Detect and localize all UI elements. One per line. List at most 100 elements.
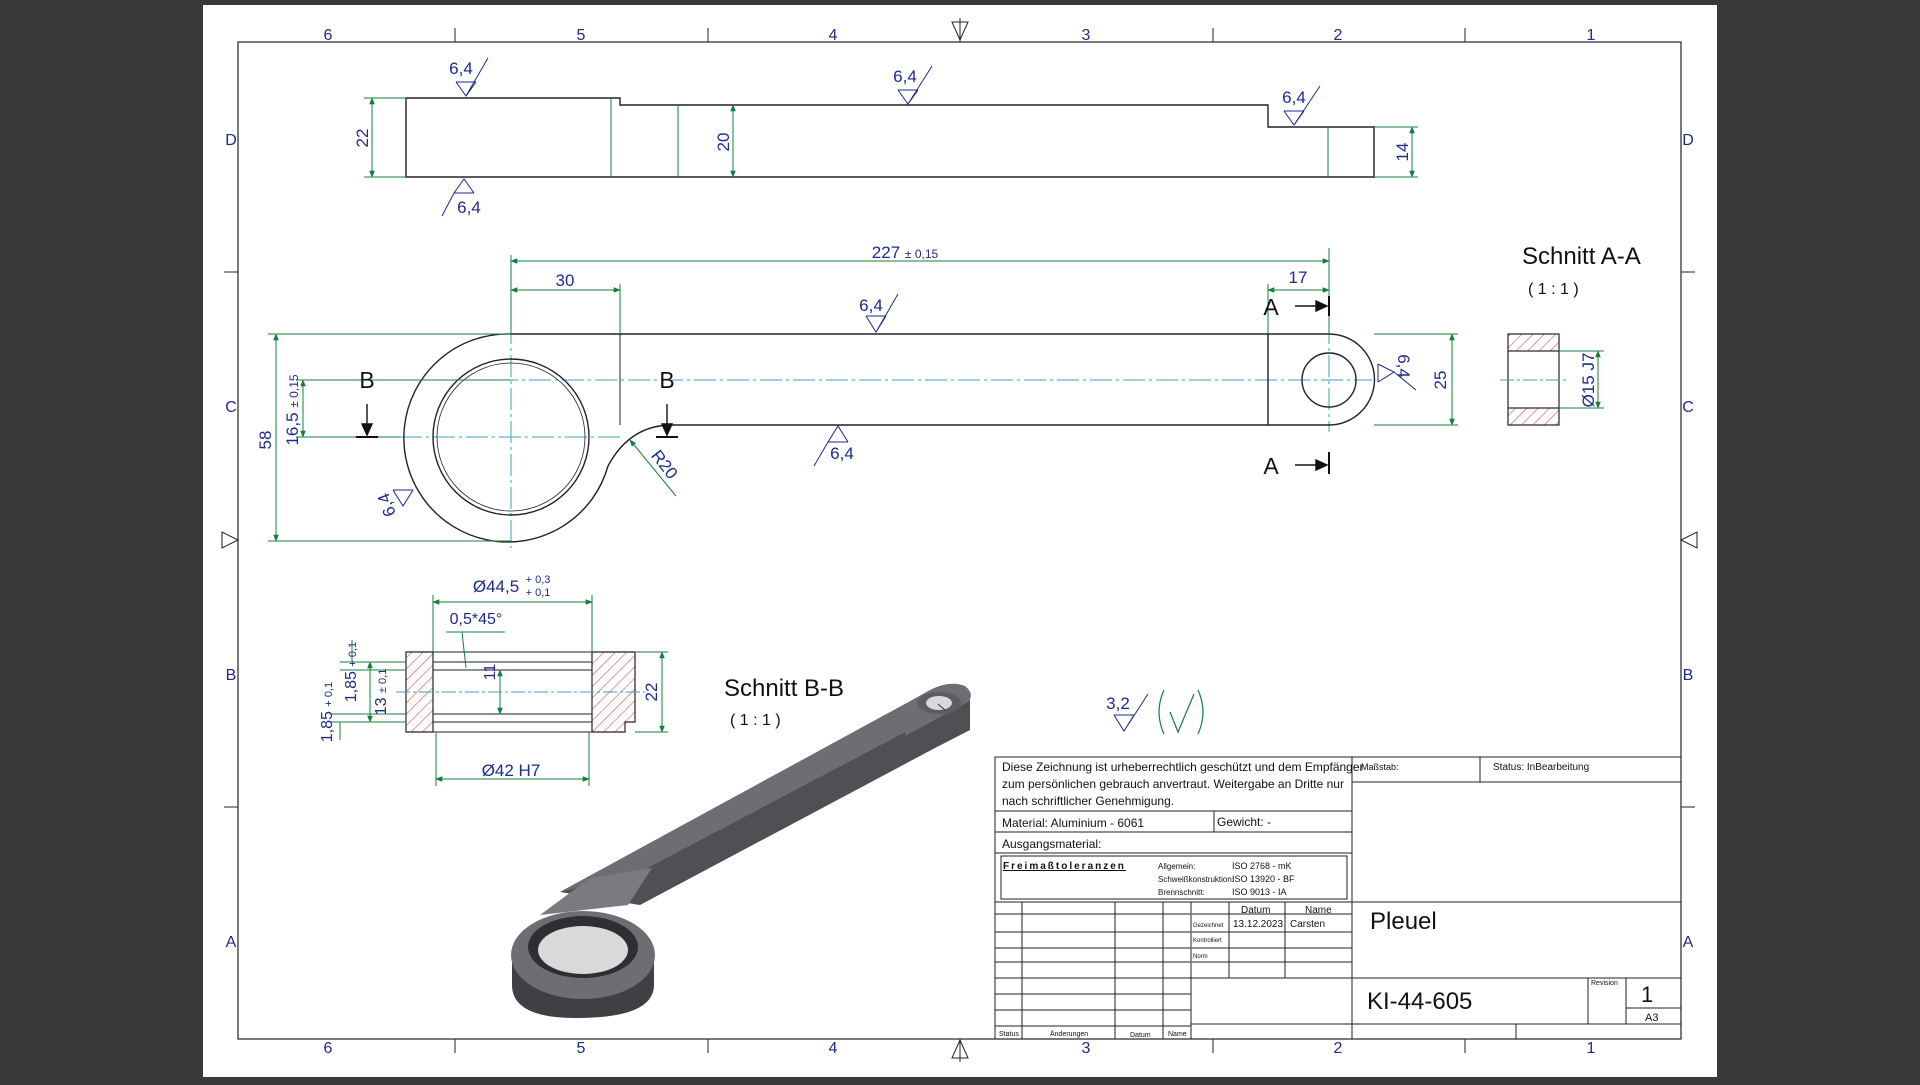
material-field: Material: Aluminium - 6061	[1002, 816, 1144, 830]
zone-col-bottom: 1	[1587, 1040, 1596, 1057]
dim-small-eye-offset: 17	[1289, 268, 1308, 287]
dim-eye-offset: 30	[556, 271, 575, 290]
dim-groove-dia-tol-upper: + 0,3	[526, 574, 551, 586]
surface-mark-top: 6,4	[893, 67, 917, 86]
name-header: Name	[1305, 905, 1332, 916]
zone-row-left: A	[226, 934, 237, 951]
weight-field: Gewicht: -	[1217, 815, 1271, 829]
dim-rod-height: 25	[1431, 371, 1450, 390]
tolerance-weld-label: Schweißkonstruktion:	[1158, 875, 1234, 884]
front-view-outline	[403, 333, 1269, 543]
zone-col-top: 6	[324, 27, 333, 44]
revision-name-col: Name	[1168, 1031, 1187, 1038]
copyright-notice: zum persönlichen gebrauch anvertraut. We…	[1002, 777, 1344, 791]
dim-groove-width-lower: 1,85 + 0,1	[319, 682, 336, 742]
surface-mark-top: 6,4	[457, 198, 481, 217]
zone-row-right: A	[1683, 934, 1694, 951]
zone-row-left: D	[225, 132, 237, 149]
dim-inner-height: 11	[482, 664, 499, 681]
top-view: 22 20 14 6,4 6,4 6,4 6,4	[353, 57, 1418, 217]
section-a-a-scale: ( 1 : 1 )	[1528, 281, 1579, 298]
zone-col-bottom: 2	[1334, 1040, 1343, 1057]
zone-row-left: B	[226, 667, 237, 684]
revision-number: 1	[1641, 982, 1653, 1007]
zone-col-top: 3	[1082, 27, 1091, 44]
zone-col-top: 1	[1587, 27, 1596, 44]
zone-row-left: C	[225, 399, 237, 416]
tolerance-general-value: ISO 2768 - mK	[1232, 861, 1292, 871]
surface-mark-top: 6,4	[1282, 88, 1306, 107]
zone-row-right: C	[1682, 399, 1694, 416]
dim-groove-bore: Ø42 H7	[482, 761, 541, 780]
dim-groove-spacing: 13 ± 0,1	[373, 669, 390, 716]
tolerance-cut-value: ISO 9013 - IA	[1232, 887, 1287, 897]
section-b-b-title: Schnitt B-B	[724, 675, 844, 702]
revision-changes-col: Änderungen	[1050, 1030, 1088, 1038]
dim-center-offset: 16,5 ± 0,15	[283, 374, 302, 445]
dim-overall-length: 227 ± 0,15	[872, 243, 939, 262]
tolerance-weld-value: ISO 13920 - BF	[1232, 874, 1295, 884]
revision-status-col: Status	[999, 1031, 1019, 1038]
dim-small-bore: Ø15 J7	[1579, 353, 1598, 408]
dim-section-height: 22	[642, 683, 661, 702]
sheet-format: A3	[1645, 1012, 1658, 1024]
surface-mark-front: 6,4	[1394, 354, 1413, 378]
surface-mark-top: 6,4	[449, 59, 473, 78]
small-eye-bore	[1301, 352, 1357, 408]
surface-mark-front: 6,4	[830, 444, 854, 463]
dim-groove-dia: Ø44,5	[473, 577, 519, 596]
raw-material-field: Ausgangsmaterial:	[1002, 837, 1101, 851]
dim-groove-width: 1,85 + 0,1	[343, 642, 360, 702]
section-b-b: Schnitt B-B ( 1 : 1 )	[319, 574, 844, 786]
general-surface-symbol: 3,2	[1106, 689, 1204, 735]
copyright-notice: nach schriftlicher Genehmigung.	[1002, 794, 1174, 808]
top-view-outline	[405, 97, 1375, 178]
zone-row-right: B	[1683, 667, 1694, 684]
section-label-b: B	[359, 367, 374, 393]
dim-top-mid-height: 20	[714, 133, 733, 152]
tolerance-cut-label: Brennschnitt:	[1158, 888, 1205, 897]
drawn-date: 13.12.2023	[1233, 919, 1283, 930]
general-surface-value: 3,2	[1106, 694, 1130, 713]
big-eye-bore	[432, 358, 590, 516]
title-block: Diese Zeichnung ist urheberrechtlich ges…	[994, 756, 1682, 1040]
zone-col-bottom: 6	[324, 1040, 333, 1057]
zone-col-bottom: 4	[829, 1040, 838, 1057]
dim-groove-dia-tol-lower: + 0,1	[526, 587, 551, 599]
iso-model	[511, 683, 971, 1018]
norm-label: Norm	[1193, 954, 1208, 960]
dim-top-right-height: 14	[1393, 143, 1412, 162]
section-b-b-scale: ( 1 : 1 )	[730, 712, 781, 729]
copyright-notice: Diese Zeichnung ist urheberrechtlich ges…	[1002, 760, 1364, 774]
status-field: Status: InBearbeitung	[1493, 762, 1589, 773]
zone-col-bottom: 3	[1082, 1040, 1091, 1057]
zone-col-top: 5	[577, 27, 586, 44]
dim-top-left-height: 22	[353, 129, 372, 148]
part-name: Pleuel	[1370, 908, 1437, 935]
checked-label: Kontrolliert	[1193, 938, 1222, 944]
revision-date-col: Datum	[1130, 1032, 1151, 1039]
zone-row-right: D	[1682, 132, 1694, 149]
tolerance-title: Freimaßtoleranzen	[1003, 861, 1126, 872]
drawn-name: Carsten	[1290, 919, 1325, 930]
drawn-label: Gezeichnet	[1193, 923, 1224, 929]
date-header: Datum	[1241, 905, 1270, 916]
section-label-a: A	[1263, 453, 1279, 479]
section-a-a-title: Schnitt A-A	[1522, 243, 1641, 270]
dim-chamfer: 0,5*45°	[450, 611, 503, 628]
part-number: KI-44-605	[1367, 988, 1472, 1015]
scale-label: Maßstab:	[1361, 762, 1399, 772]
tolerance-general-label: Allgemein:	[1158, 862, 1195, 871]
section-a-a: Schnitt A-A ( 1 : 1 ) Ø15 J7	[1500, 243, 1641, 426]
zone-ticks	[221, 18, 1698, 1062]
zone-col-bottom: 5	[577, 1040, 586, 1057]
zone-col-top: 2	[1334, 27, 1343, 44]
revision-label: Revision	[1591, 980, 1618, 987]
dim-overall-height: 58	[256, 431, 275, 450]
surface-mark-front: 6,4	[859, 296, 883, 315]
zone-col-top: 4	[829, 27, 838, 44]
section-label-a: A	[1263, 294, 1279, 320]
section-label-b: B	[659, 367, 674, 393]
